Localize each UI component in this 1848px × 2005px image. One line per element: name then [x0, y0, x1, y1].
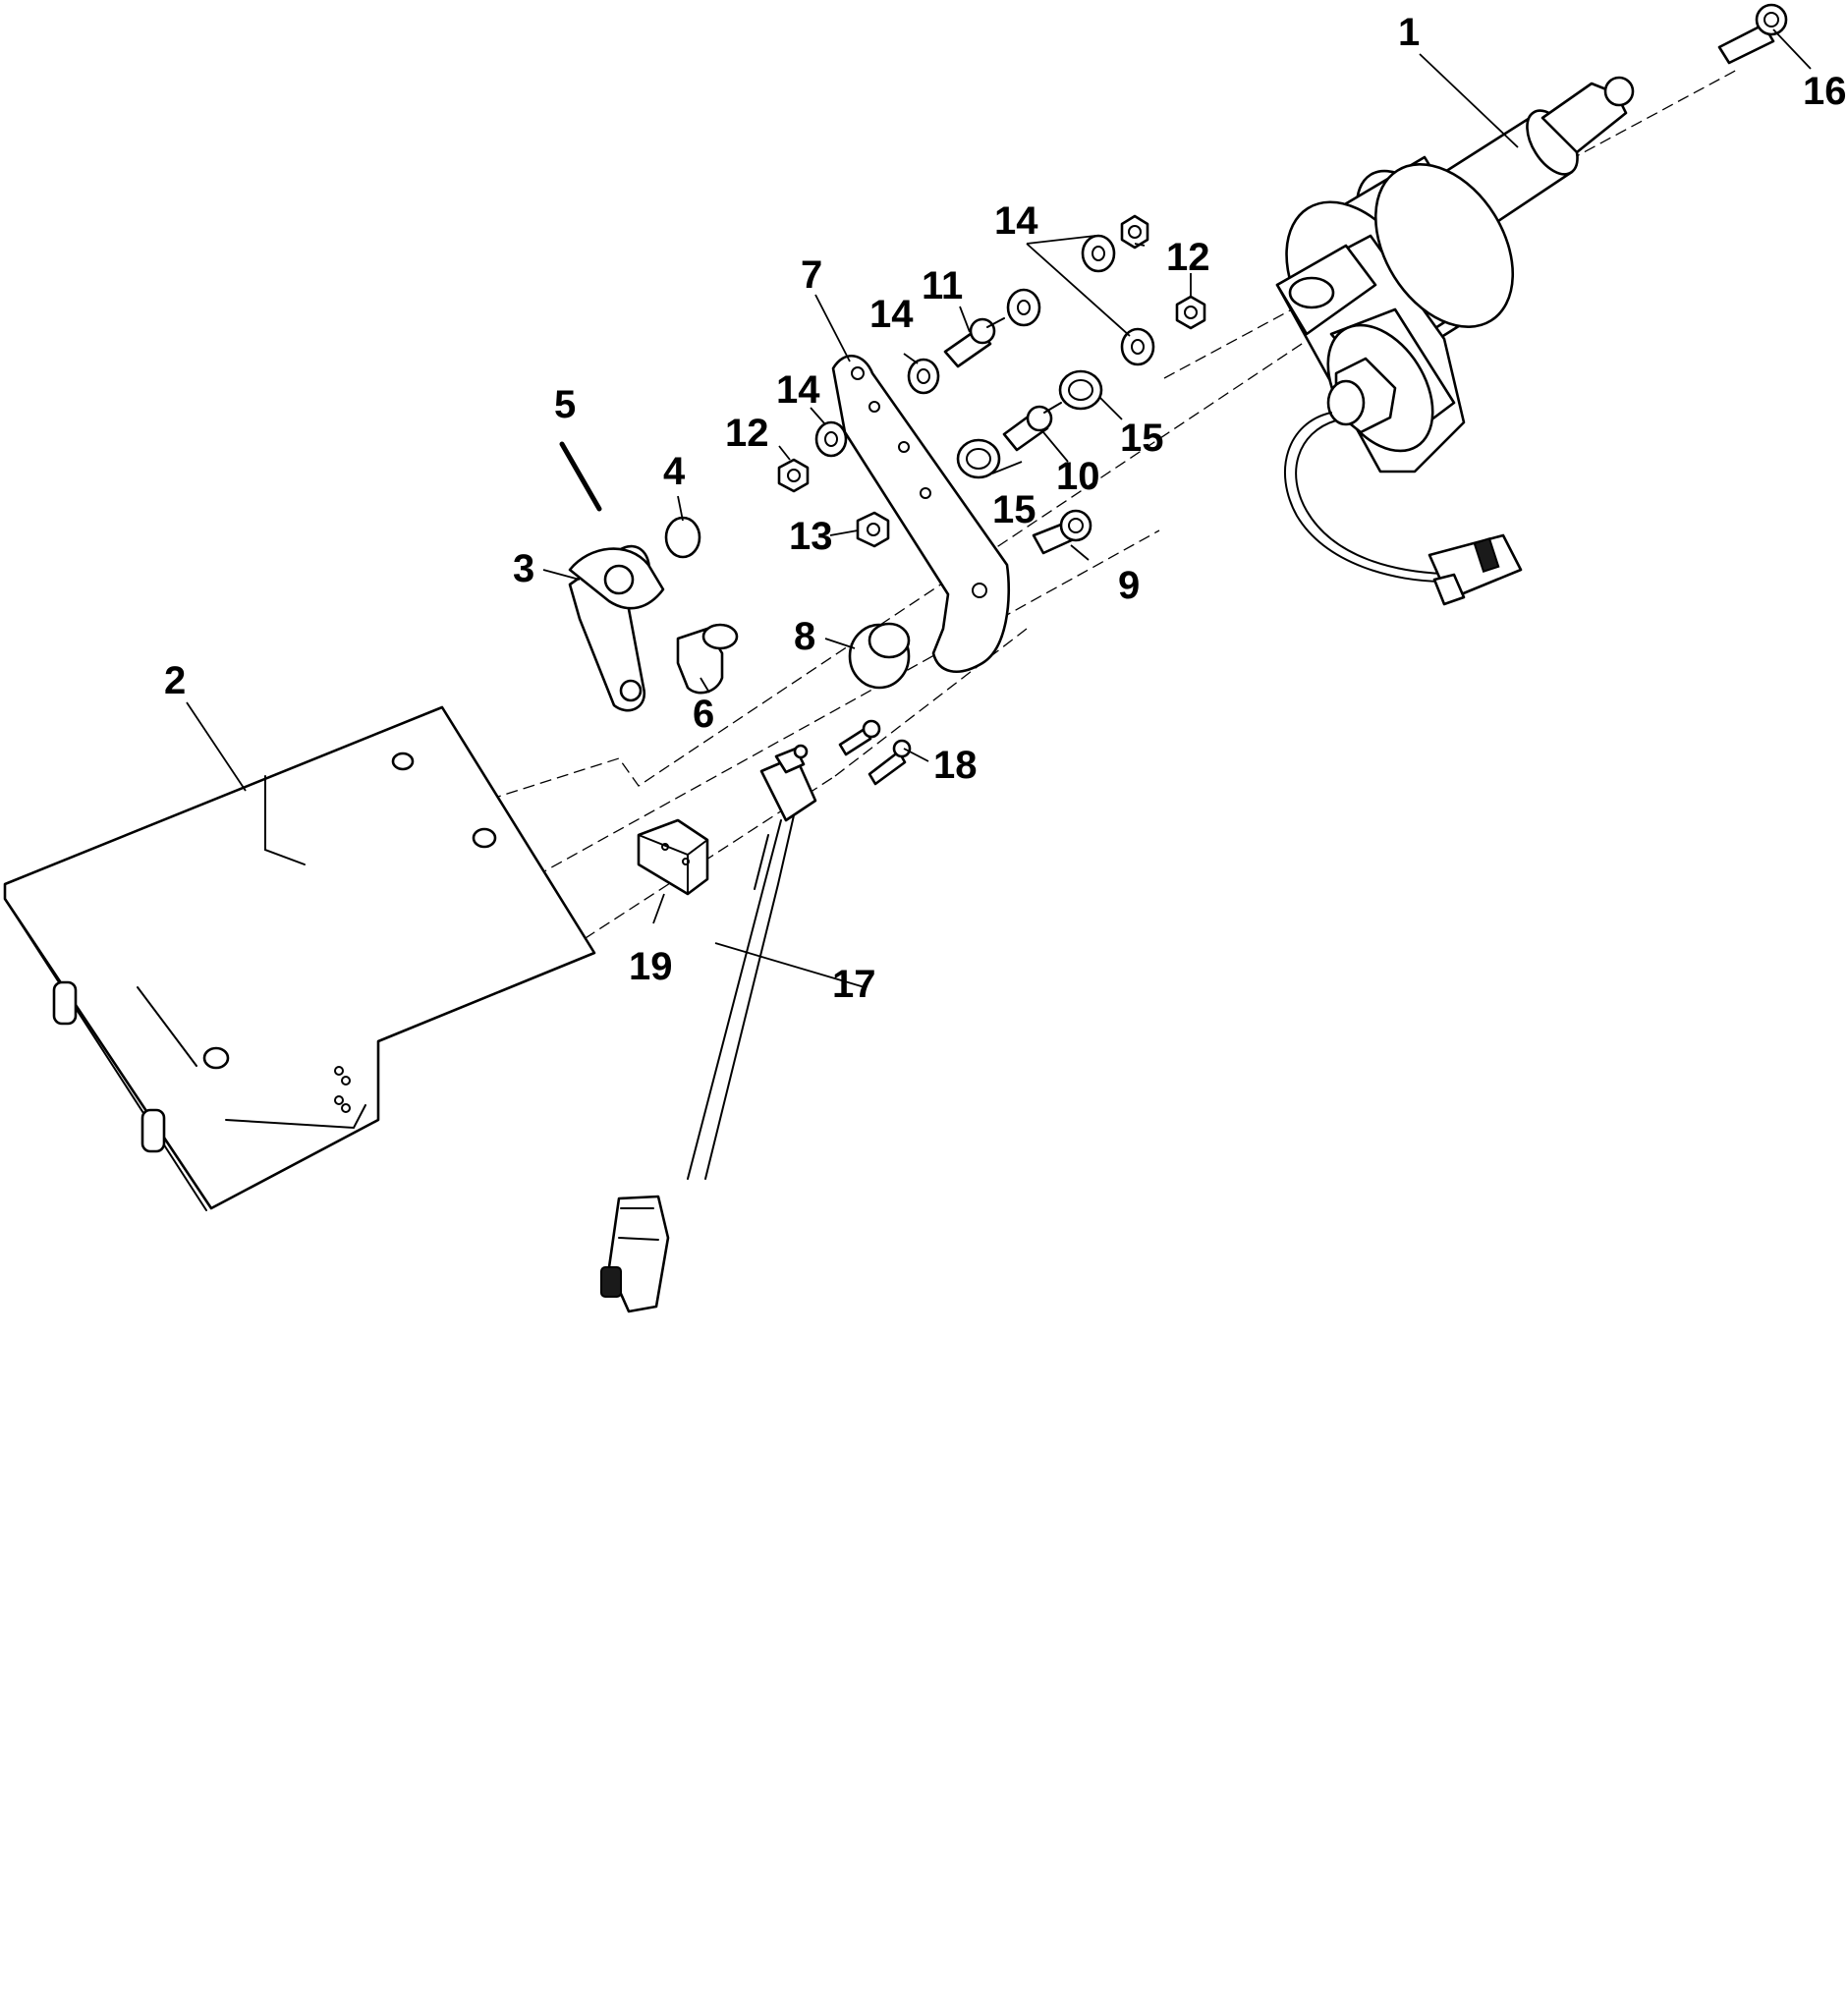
- stud-11: [943, 317, 1005, 368]
- callout-15-right: 15: [1120, 417, 1164, 460]
- leader-lines: [186, 28, 1812, 988]
- shoulder-bolt-9: [1032, 509, 1092, 555]
- lever: [568, 544, 665, 712]
- callout-labels: 1 2 3 4 5 6 7 8 9 10 11 12 12 13 14 14 1…: [164, 11, 1847, 1006]
- callout-12-right: 12: [1166, 236, 1210, 279]
- nut-13: [856, 511, 890, 548]
- callout-2: 2: [164, 659, 186, 702]
- callout-4: 4: [663, 450, 686, 493]
- linear-actuator: [1275, 76, 1635, 606]
- callout-10: 10: [1056, 455, 1100, 498]
- washers-15: [956, 369, 1103, 479]
- callout-19: 19: [629, 945, 673, 988]
- nut-12-right: [1175, 295, 1206, 330]
- cap: [664, 516, 701, 559]
- stud-10: [1002, 402, 1062, 452]
- callout-8: 8: [794, 615, 815, 658]
- callout-3: 3: [513, 547, 534, 590]
- callout-12-left: 12: [725, 412, 769, 455]
- block-19: [637, 818, 709, 896]
- bolt-16: [1717, 3, 1788, 65]
- screws-18: [838, 719, 912, 786]
- link-arm: [831, 354, 1010, 673]
- callout-9: 9: [1118, 564, 1140, 607]
- callout-6: 6: [693, 693, 714, 736]
- callout-14-mid: 14: [869, 293, 914, 336]
- callout-11: 11: [922, 264, 963, 307]
- nut-12-top: [1120, 214, 1149, 250]
- wire-harness: [600, 744, 817, 1313]
- callout-16: 16: [1803, 70, 1847, 113]
- callout-5: 5: [554, 383, 576, 426]
- callout-14-top: 14: [994, 199, 1038, 243]
- callout-14-left: 14: [776, 368, 820, 412]
- callout-17: 17: [832, 963, 876, 1006]
- nut-12-left: [777, 458, 810, 493]
- callout-18: 18: [933, 744, 978, 787]
- callout-15-left: 15: [992, 488, 1036, 531]
- spacer-6: [676, 623, 739, 695]
- mounting-plate: [3, 705, 596, 1211]
- pin: [559, 441, 602, 512]
- bushing-8: [848, 622, 911, 690]
- callout-13: 13: [789, 515, 833, 558]
- washers-14: [814, 234, 1155, 458]
- callout-1: 1: [1398, 11, 1420, 54]
- callout-7: 7: [801, 253, 822, 297]
